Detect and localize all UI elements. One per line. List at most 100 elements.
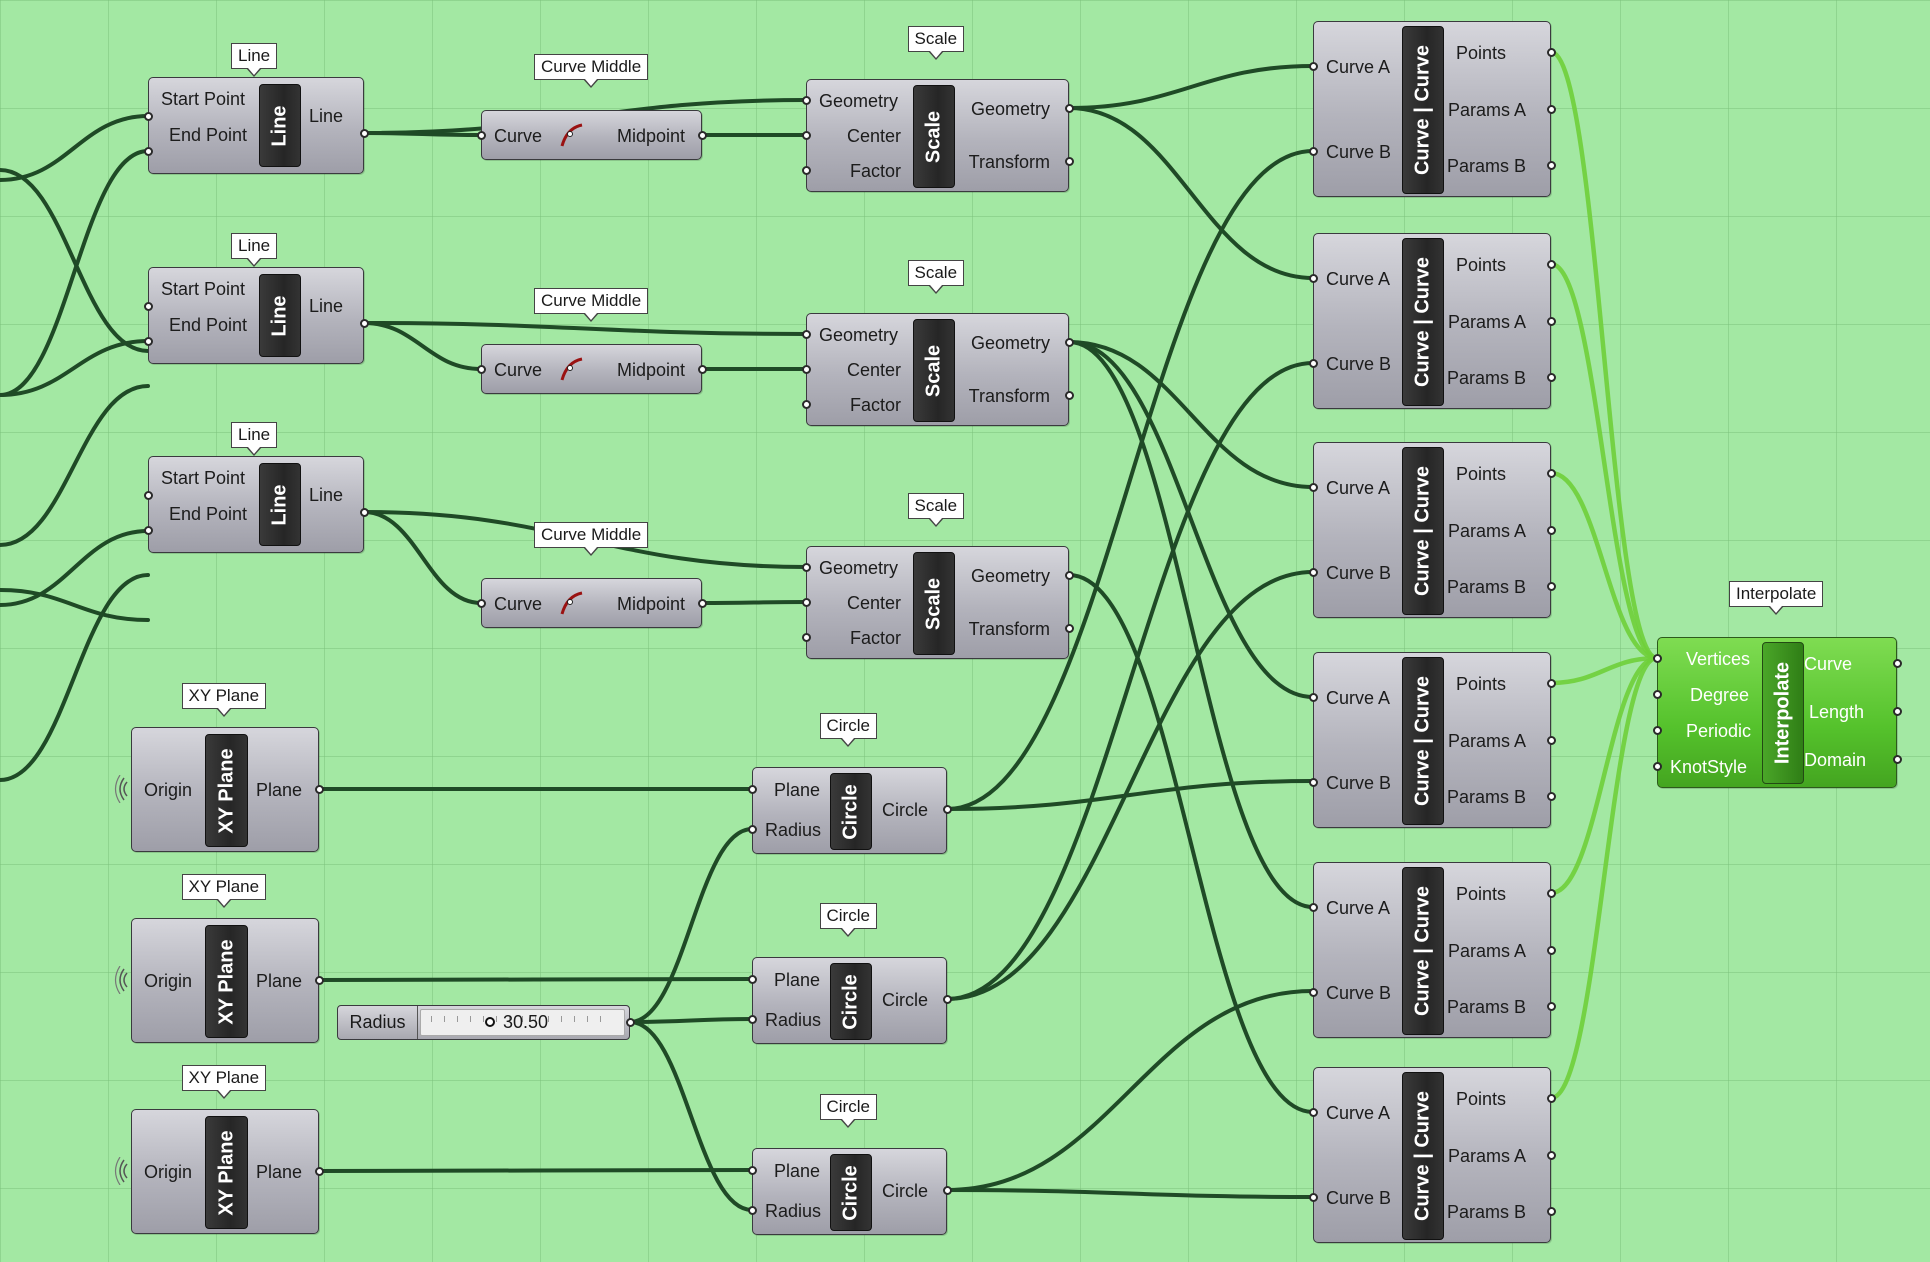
wire[interactable] xyxy=(945,989,1315,1192)
param-grip[interactable] xyxy=(801,165,811,175)
param-grip[interactable] xyxy=(1546,945,1556,955)
param-grip[interactable] xyxy=(1546,316,1556,326)
wire[interactable] xyxy=(1548,470,1660,661)
wire[interactable] xyxy=(945,149,1315,811)
param-grip[interactable] xyxy=(1892,658,1902,668)
param-grip[interactable] xyxy=(314,1166,324,1176)
param-grip[interactable] xyxy=(747,974,757,984)
param-grip[interactable] xyxy=(1652,653,1662,663)
wire[interactable] xyxy=(945,779,1315,811)
param-grip[interactable] xyxy=(143,146,153,156)
param-grip[interactable] xyxy=(1546,160,1556,170)
param-grip[interactable] xyxy=(1546,1093,1556,1103)
param-grip[interactable] xyxy=(1652,761,1662,771)
param-grip[interactable] xyxy=(1546,104,1556,114)
param-grip[interactable] xyxy=(801,329,811,339)
param-grip[interactable] xyxy=(1064,337,1074,347)
wire[interactable] xyxy=(0,149,150,397)
wire[interactable] xyxy=(945,361,1315,1001)
param-grip[interactable] xyxy=(801,364,811,374)
wire[interactable] xyxy=(0,573,150,782)
param-grip[interactable] xyxy=(801,95,811,105)
param-grip[interactable] xyxy=(1546,525,1556,535)
param-grip[interactable] xyxy=(1308,358,1318,368)
wire[interactable] xyxy=(945,570,1315,1001)
wire[interactable] xyxy=(1548,655,1660,686)
param-grip[interactable] xyxy=(1308,987,1318,997)
slider-handle[interactable] xyxy=(485,1017,495,1027)
param-grip[interactable] xyxy=(314,784,324,794)
wire[interactable] xyxy=(1067,106,1315,280)
param-grip[interactable] xyxy=(1892,754,1902,764)
param-grip[interactable] xyxy=(942,994,952,1004)
wire[interactable] xyxy=(317,977,754,982)
param-grip[interactable] xyxy=(143,525,153,535)
param-grip[interactable] xyxy=(1546,1001,1556,1011)
param-grip[interactable] xyxy=(1308,61,1318,71)
param-grip[interactable] xyxy=(801,597,811,607)
wire[interactable] xyxy=(1548,655,1660,1101)
param-grip[interactable] xyxy=(1652,689,1662,699)
wire[interactable] xyxy=(362,321,483,371)
param-grip[interactable] xyxy=(1546,372,1556,382)
param-grip[interactable] xyxy=(1308,273,1318,283)
wire[interactable] xyxy=(1067,340,1315,909)
wire[interactable] xyxy=(0,529,150,607)
wire[interactable] xyxy=(945,1188,1315,1199)
param-grip[interactable] xyxy=(143,301,153,311)
param-grip[interactable] xyxy=(1064,623,1074,633)
param-grip[interactable] xyxy=(1308,1107,1318,1117)
param-grip[interactable] xyxy=(359,507,369,517)
param-grip[interactable] xyxy=(1546,1206,1556,1216)
param-grip[interactable] xyxy=(1546,581,1556,591)
param-grip[interactable] xyxy=(143,111,153,121)
param-grip[interactable] xyxy=(1308,1192,1318,1202)
param-grip[interactable] xyxy=(476,364,486,374)
wire[interactable] xyxy=(628,1020,754,1212)
wire[interactable] xyxy=(0,114,150,182)
wire[interactable] xyxy=(0,384,150,547)
param-grip[interactable] xyxy=(1064,103,1074,113)
param-grip[interactable] xyxy=(359,318,369,328)
param-grip[interactable] xyxy=(1064,570,1074,580)
param-grip[interactable] xyxy=(1546,735,1556,745)
param-grip[interactable] xyxy=(1546,468,1556,478)
param-grip[interactable] xyxy=(359,128,369,138)
param-grip[interactable] xyxy=(143,490,153,500)
param-grip[interactable] xyxy=(1308,777,1318,787)
param-grip[interactable] xyxy=(625,1017,635,1027)
param-grip[interactable] xyxy=(1308,482,1318,492)
param-grip[interactable] xyxy=(1546,47,1556,57)
wire[interactable] xyxy=(628,827,754,1024)
wire[interactable] xyxy=(1548,261,1660,661)
param-grip[interactable] xyxy=(747,824,757,834)
param-grip[interactable] xyxy=(314,975,324,985)
wire[interactable] xyxy=(1067,64,1315,110)
wire[interactable] xyxy=(700,600,808,605)
param-grip[interactable] xyxy=(143,336,153,346)
wire[interactable] xyxy=(362,321,808,336)
param-grip[interactable] xyxy=(1892,706,1902,716)
wire[interactable] xyxy=(1067,340,1315,489)
param-grip[interactable] xyxy=(1546,678,1556,688)
param-grip[interactable] xyxy=(747,1205,757,1215)
param-grip[interactable] xyxy=(747,784,757,794)
param-grip[interactable] xyxy=(801,632,811,642)
